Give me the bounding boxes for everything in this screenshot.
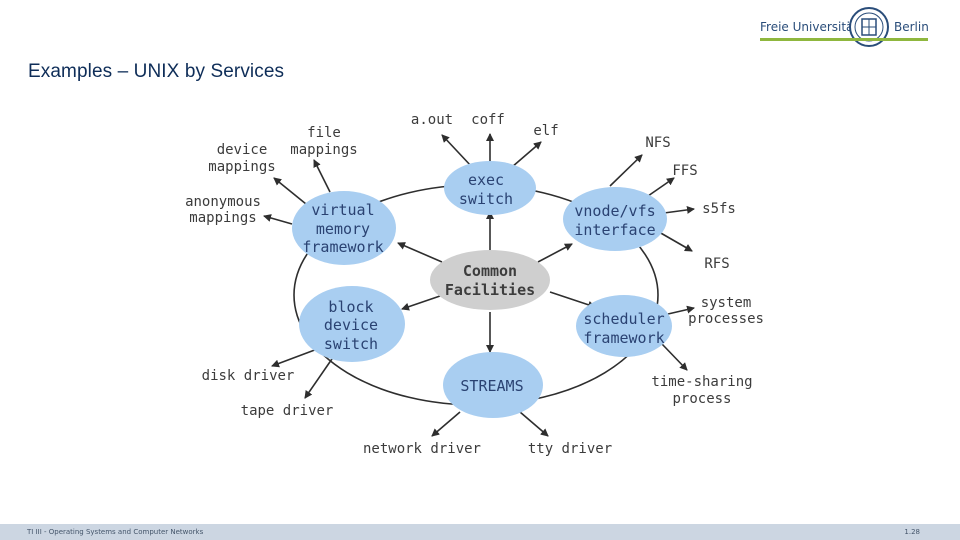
node-exec-label-2: switch [459, 190, 513, 208]
node-sched-label-1: scheduler [583, 310, 664, 328]
logo-left-word: Freie Universität [760, 20, 859, 34]
leaf-ffs: FFS [672, 163, 697, 179]
arrow-anon-mappings [263, 214, 293, 225]
arrow-time-sharing [661, 343, 688, 371]
leaf-network-driver: network driver [363, 441, 481, 457]
node-vnode-label-2: interface [574, 221, 655, 239]
node-vm-shape [292, 191, 396, 265]
leaf-disk-driver: disk driver [202, 368, 295, 384]
leaf-system-processes-2: processes [688, 311, 764, 327]
leaf-time-sharing-1: time-sharing [651, 374, 752, 390]
arrow-tape-driver [304, 355, 335, 399]
node-block-label-3: switch [324, 335, 378, 353]
arrow-nfs [609, 154, 643, 187]
node-exec: exec switch [444, 161, 536, 215]
arrow-tty-driver [519, 411, 549, 437]
node-block-label-2: device [324, 316, 378, 334]
node-vm-label-3: framework [302, 238, 383, 256]
leaf-device-mappings-2: mappings [208, 159, 275, 175]
leaf-file-mappings-2: mappings [290, 142, 357, 158]
node-exec-shape [444, 161, 536, 215]
node-streams-shape [443, 352, 543, 418]
leaf-anon-mappings-2: mappings [189, 210, 256, 226]
node-vnode-shape [563, 187, 667, 251]
leaf-coff: coff [471, 112, 505, 128]
spoke-sched [549, 291, 596, 309]
logo-rule [760, 38, 928, 41]
logo-right-word: Berlin [894, 20, 929, 34]
arrow-network-driver [431, 411, 461, 437]
leaf-aout: a.out [411, 112, 453, 128]
footer-bar: TI III - Operating Systems and Computer … [0, 524, 960, 540]
node-vnode-label-1: vnode/vfs [574, 202, 655, 220]
leaf-rfs: RFS [704, 256, 729, 272]
node-block-shape [299, 286, 405, 362]
footer-course-name: TI III - Operating Systems and Computer … [27, 528, 204, 536]
node-common-facilities: Common Facilities [430, 250, 550, 310]
arrow-aout [441, 134, 473, 168]
arrow-s5fs [663, 205, 695, 214]
node-streams: STREAMS [443, 352, 543, 418]
leaf-device-mappings-1: device [217, 142, 268, 158]
node-streams-label: STREAMS [460, 377, 523, 395]
leaf-system-processes-1: system [701, 295, 752, 311]
node-sched-shape [576, 295, 672, 357]
leaf-s5fs: s5fs [702, 201, 736, 217]
leaf-file-mappings-1: file [307, 125, 341, 141]
node-block-device: block device switch [299, 286, 405, 362]
leaf-arrows [263, 133, 695, 437]
node-sched-label-2: framework [583, 329, 664, 347]
leaf-time-sharing-2: process [672, 391, 731, 407]
university-logo: Freie Universität Berlin [760, 6, 929, 47]
spoke-vnode [537, 243, 573, 263]
slide-title: Examples – UNIX by Services [28, 61, 285, 82]
node-vnode-vfs: vnode/vfs interface [563, 187, 667, 251]
leaf-tty-driver: tty driver [528, 441, 612, 457]
arrow-rfs [658, 231, 693, 252]
leaf-nfs: NFS [645, 135, 670, 151]
center-label-2: Facilities [445, 281, 535, 299]
center-shape [430, 250, 550, 310]
spokes [397, 211, 596, 353]
node-block-label-1: block [328, 298, 373, 316]
arrow-elf [511, 141, 542, 168]
footer-page-number: 1.28 [904, 528, 920, 536]
node-scheduler: scheduler framework [576, 295, 672, 357]
spoke-block [401, 295, 441, 311]
node-exec-label-1: exec [468, 171, 504, 189]
arrow-ffs [647, 177, 675, 197]
spoke-vm [397, 242, 443, 263]
arrow-device-mappings [273, 177, 307, 205]
node-vm-label-2: memory [316, 220, 370, 238]
leaf-anon-mappings-1: anonymous [185, 194, 261, 210]
node-virtual-memory: virtual memory framework [292, 191, 396, 265]
university-seal-icon [849, 7, 889, 47]
arrow-disk-driver [271, 347, 321, 368]
arrow-file-mappings [313, 159, 331, 193]
leaf-elf: elf [533, 123, 558, 139]
leaf-tape-driver: tape driver [241, 403, 334, 419]
arrow-system-processes [667, 305, 695, 315]
center-label-1: Common [463, 262, 517, 280]
node-vm-label-1: virtual [311, 201, 374, 219]
